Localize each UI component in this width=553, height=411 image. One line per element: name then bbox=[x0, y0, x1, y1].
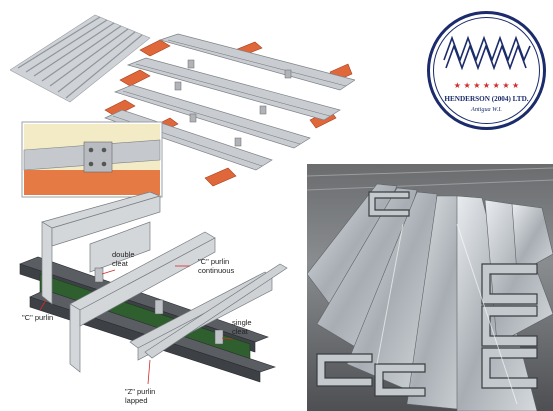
label-z-purlin-lapped: "Z" purlin lapped bbox=[125, 387, 157, 405]
label-double-cleat: double cleat bbox=[112, 250, 137, 268]
steel-purlins-photo bbox=[307, 164, 553, 411]
label-c-purlin-continuous: "C" purlin continuous bbox=[198, 257, 235, 275]
double-cleat bbox=[94, 267, 104, 283]
purlin-types-diagram: double cleat "C" purlin continuous "C" p… bbox=[0, 192, 310, 411]
company-location: Antigua W.I. bbox=[470, 106, 502, 113]
label-single-cleat: single cleat bbox=[232, 318, 254, 336]
corrugated-sheet-icon bbox=[443, 35, 531, 71]
roof-purlin-illustration bbox=[10, 10, 355, 200]
z-purlin-lapped bbox=[129, 263, 288, 361]
logo-stars: ★ ★ ★ ★ ★ ★ ★ bbox=[454, 81, 519, 90]
henderson-logo: ★ ★ ★ ★ ★ ★ ★ HENDERSON (2004) LTD. Anti… bbox=[424, 8, 549, 133]
bracket-detail-inset bbox=[21, 121, 163, 198]
label-c-purlin: "C" purlin bbox=[22, 313, 53, 322]
c-purlin-continuous bbox=[69, 231, 216, 373]
c-purlin-left bbox=[41, 192, 162, 305]
single-cleat bbox=[214, 329, 224, 345]
company-name: HENDERSON (2004) LTD. bbox=[444, 95, 528, 103]
